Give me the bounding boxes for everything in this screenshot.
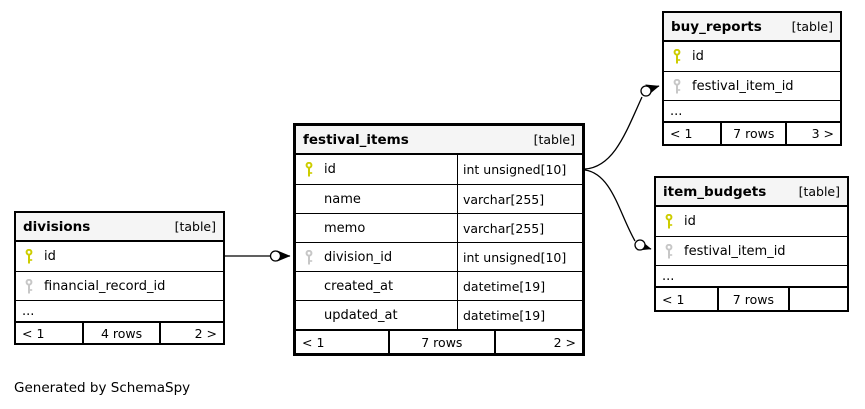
- column-type: datetime[19]: [457, 272, 582, 300]
- column-row-created-at[interactable]: created_at datetime[19]: [296, 271, 582, 300]
- table-festival-items-pager: < 1 7 rows 2 >: [296, 329, 582, 353]
- pager-prev[interactable]: < 1: [662, 291, 685, 307]
- column-name: festival_item_id: [692, 78, 794, 94]
- key-slot: [673, 49, 692, 64]
- column-name: financial_record_id: [44, 278, 166, 294]
- generator-note: Generated by SchemaSpy: [14, 380, 191, 396]
- column-name: memo: [324, 220, 366, 236]
- column-name: updated_at: [324, 307, 398, 323]
- table-name: festival_items: [303, 131, 409, 148]
- pager-prev[interactable]: < 1: [670, 126, 693, 141]
- table-festival-items: festival_items [table] id int unsigned[1…: [293, 123, 585, 356]
- row-count: 7 rows: [387, 331, 497, 353]
- pager-next[interactable]: [790, 288, 847, 310]
- table-buy-reports-body: id festival_item_id ...: [664, 42, 840, 121]
- edge-divisions-festival-items: [225, 250, 291, 262]
- key-slot: [665, 243, 684, 259]
- column-row-id[interactable]: id int unsigned[10]: [296, 155, 582, 184]
- column-type: datetime[19]: [457, 301, 582, 329]
- row-count: 7 rows: [717, 288, 790, 310]
- table-divisions-header[interactable]: divisions [table]: [16, 213, 223, 242]
- column-row-festival-item-id[interactable]: festival_item_id: [664, 71, 840, 100]
- column-row-id[interactable]: id: [664, 42, 840, 71]
- column-name-cell: created_at: [296, 272, 457, 300]
- column-row-name[interactable]: name varchar[255]: [296, 184, 582, 213]
- foreign-key-icon: [25, 278, 33, 293]
- table-name: item_budgets: [663, 183, 767, 200]
- column-name-cell: updated_at: [296, 301, 457, 329]
- column-name-cell: division_id: [296, 243, 457, 271]
- column-name-cell: id: [296, 155, 457, 184]
- row-count: 4 rows: [82, 323, 161, 343]
- table-buy-reports: buy_reports [table] id festival_i: [662, 11, 842, 146]
- table-type-tag: [table]: [791, 19, 833, 34]
- foreign-key-icon: [305, 249, 313, 264]
- column-name-cell: name: [296, 185, 457, 213]
- column-row-festival-item-id[interactable]: festival_item_id: [656, 236, 847, 265]
- pager-next[interactable]: 2 >: [553, 334, 576, 350]
- column-row-id[interactable]: id: [656, 207, 847, 236]
- column-name: created_at: [324, 278, 394, 294]
- table-item-budgets-header[interactable]: item_budgets [table]: [656, 178, 847, 207]
- table-name: divisions: [23, 218, 91, 235]
- foreign-key-icon: [673, 78, 681, 93]
- primary-key-icon: [25, 249, 33, 264]
- column-type: varchar[255]: [457, 185, 582, 213]
- column-name: name: [324, 191, 361, 207]
- primary-key-icon: [305, 162, 313, 177]
- table-item-budgets: item_budgets [table] id festival_: [654, 176, 849, 312]
- table-festival-items-header[interactable]: festival_items [table]: [296, 126, 582, 155]
- table-type-tag: [table]: [533, 132, 575, 147]
- column-row-division-id[interactable]: division_id int unsigned[10]: [296, 242, 582, 271]
- key-slot: [673, 78, 692, 94]
- row-count: 7 rows: [720, 123, 788, 144]
- column-type: varchar[255]: [457, 214, 582, 242]
- pager-next[interactable]: 3 >: [811, 126, 834, 141]
- table-item-budgets-pager: < 1 7 rows: [656, 286, 847, 310]
- column-name: division_id: [324, 249, 393, 265]
- foreign-key-icon: [665, 243, 673, 258]
- table-type-tag: [table]: [174, 219, 216, 234]
- column-row-financial-record-id[interactable]: financial_record_id: [16, 271, 223, 300]
- more-columns-indicator: ...: [664, 100, 840, 121]
- key-slot: [25, 249, 44, 264]
- column-row-memo[interactable]: memo varchar[255]: [296, 213, 582, 242]
- key-slot: [305, 162, 324, 177]
- table-divisions: divisions [table] id financial_re: [14, 211, 225, 345]
- table-divisions-body: id financial_record_id ...: [16, 242, 223, 321]
- pager-prev[interactable]: < 1: [302, 334, 325, 350]
- more-columns-indicator: ...: [16, 300, 223, 321]
- column-row-id[interactable]: id: [16, 242, 223, 271]
- column-name: festival_item_id: [684, 243, 786, 259]
- table-festival-items-body: id int unsigned[10] name varchar[255] me…: [296, 155, 582, 329]
- key-slot: [305, 249, 324, 265]
- key-slot: [25, 278, 44, 294]
- column-name: id: [684, 214, 696, 229]
- column-type: int unsigned[10]: [457, 243, 582, 271]
- primary-key-icon: [673, 49, 681, 64]
- table-buy-reports-header[interactable]: buy_reports [table]: [664, 13, 840, 42]
- primary-key-icon: [665, 214, 673, 229]
- key-slot: [665, 214, 684, 229]
- column-row-updated-at[interactable]: updated_at datetime[19]: [296, 300, 582, 329]
- column-name-cell: memo: [296, 214, 457, 242]
- table-buy-reports-pager: < 1 7 rows 3 >: [664, 121, 840, 144]
- pager-prev[interactable]: < 1: [22, 325, 45, 341]
- pager-next[interactable]: 2 >: [194, 325, 217, 341]
- table-name: buy_reports: [671, 18, 762, 35]
- more-columns-indicator: ...: [656, 265, 847, 286]
- edge-festival-items-buy-reports: [584, 84, 660, 170]
- column-name: id: [692, 49, 704, 64]
- edge-festival-items-item-budgets: [584, 169, 652, 251]
- column-name: id: [44, 249, 56, 264]
- column-name: id: [324, 162, 336, 177]
- table-type-tag: [table]: [798, 184, 840, 199]
- column-type: int unsigned[10]: [457, 155, 582, 184]
- table-item-budgets-body: id festival_item_id ...: [656, 207, 847, 286]
- table-divisions-pager: < 1 4 rows 2 >: [16, 321, 223, 343]
